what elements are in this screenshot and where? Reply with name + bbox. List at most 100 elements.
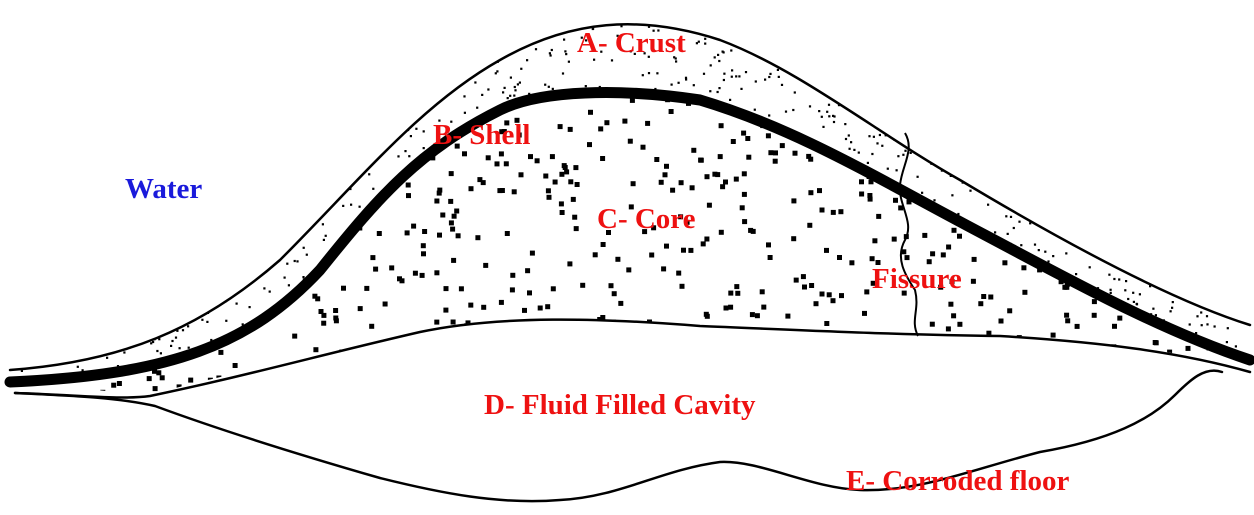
crust-dot: [331, 348, 333, 350]
core-dot: [278, 375, 283, 380]
cavity-label: D- Fluid Filled Cavity: [484, 389, 756, 421]
crust-dot: [1175, 351, 1177, 353]
crust-dot: [700, 294, 702, 296]
crust-dot: [1028, 318, 1030, 320]
crust-dot: [1124, 60, 1126, 62]
core-dot: [400, 94, 405, 99]
crust-dot: [677, 332, 679, 334]
crust-dot: [106, 58, 108, 60]
crust-dot: [718, 60, 720, 62]
core-dot: [641, 145, 646, 150]
crust-dot: [1198, 51, 1200, 53]
crust-dot: [682, 280, 684, 282]
crust-dot: [190, 94, 192, 96]
crust-dot: [769, 162, 771, 164]
crust-dot: [227, 57, 229, 59]
crust-dot: [315, 143, 317, 145]
core-dot: [1016, 146, 1021, 151]
crust-dot: [417, 18, 419, 20]
crust-dot: [633, 177, 635, 179]
crust-dot: [896, 338, 898, 340]
crust-dot: [1188, 150, 1190, 152]
crust-dot: [362, 23, 364, 25]
crust-dot: [394, 13, 396, 15]
crust-dot: [813, 322, 815, 324]
crust-dot: [904, 150, 906, 152]
crust-dot: [227, 26, 229, 28]
crust-dot: [312, 162, 314, 164]
crust-dot: [803, 387, 805, 389]
crust-dot: [429, 84, 431, 86]
crust-dot: [1026, 127, 1028, 129]
crust-dot: [28, 50, 30, 52]
crust-dot: [323, 239, 325, 241]
crust-dot: [917, 176, 919, 178]
crust-dot: [573, 234, 575, 236]
crust-dot: [873, 136, 875, 138]
crust-dot: [986, 35, 988, 37]
core-dot: [1204, 125, 1209, 130]
core-dot: [504, 350, 509, 355]
crust-dot: [781, 21, 783, 23]
crust-dot: [215, 69, 217, 71]
crust-dot: [834, 305, 836, 307]
core-dot: [255, 380, 260, 385]
crust-dot: [249, 306, 251, 308]
crust-dot: [1052, 17, 1054, 19]
crust-dot: [879, 134, 881, 136]
crust-dot: [389, 271, 391, 273]
core-dot: [785, 314, 790, 319]
crust-dot: [415, 128, 417, 130]
crust-dot: [1052, 150, 1054, 152]
crust-dot: [244, 53, 246, 55]
crust-dot: [763, 252, 765, 254]
crust-dot: [354, 57, 356, 59]
crust-dot: [367, 275, 369, 277]
crust-dot: [208, 218, 210, 220]
crust-dot: [160, 102, 162, 104]
crust-dot: [568, 61, 570, 63]
crust-dot: [765, 143, 767, 145]
core-dot: [147, 376, 152, 381]
crust-dot: [857, 207, 859, 209]
crust-dot: [663, 115, 665, 117]
crust-dot: [1126, 156, 1128, 158]
core-dot: [22, 183, 27, 188]
crust-dot: [1023, 44, 1025, 46]
core-dot: [512, 189, 517, 194]
crust-dot: [50, 265, 52, 267]
crust-dot: [987, 178, 989, 180]
crust-dot: [301, 95, 303, 97]
crust-dot: [393, 81, 395, 83]
core-dot: [1127, 292, 1132, 297]
crust-dot: [905, 296, 907, 298]
core-dot: [331, 92, 336, 97]
crust-dot: [1054, 288, 1056, 290]
crust-dot: [102, 347, 104, 349]
crust-dot: [143, 140, 145, 142]
crust-dot: [758, 182, 760, 184]
crust-dot: [426, 22, 428, 24]
core-dot: [631, 181, 636, 186]
crust-dot: [693, 84, 695, 86]
crust-dot: [980, 310, 982, 312]
core-dot: [29, 264, 34, 269]
crust-dot: [369, 360, 371, 362]
core-dot: [646, 374, 651, 379]
crust-dot: [325, 235, 327, 237]
crust-dot: [250, 376, 252, 378]
crust-dot: [1039, 137, 1041, 139]
crust-dot: [900, 387, 902, 389]
crust-dot: [1002, 196, 1004, 198]
crust-dot: [1091, 365, 1093, 367]
crust-dot: [210, 185, 212, 187]
crust-dot: [179, 266, 181, 268]
core-dot: [475, 235, 480, 240]
crust-dot: [293, 196, 295, 198]
crust-dot: [324, 343, 326, 345]
crust-dot: [857, 299, 859, 301]
crust-dot: [324, 288, 326, 290]
core-dot: [558, 124, 563, 129]
core-dot: [420, 273, 425, 278]
crust-dot: [997, 20, 999, 22]
